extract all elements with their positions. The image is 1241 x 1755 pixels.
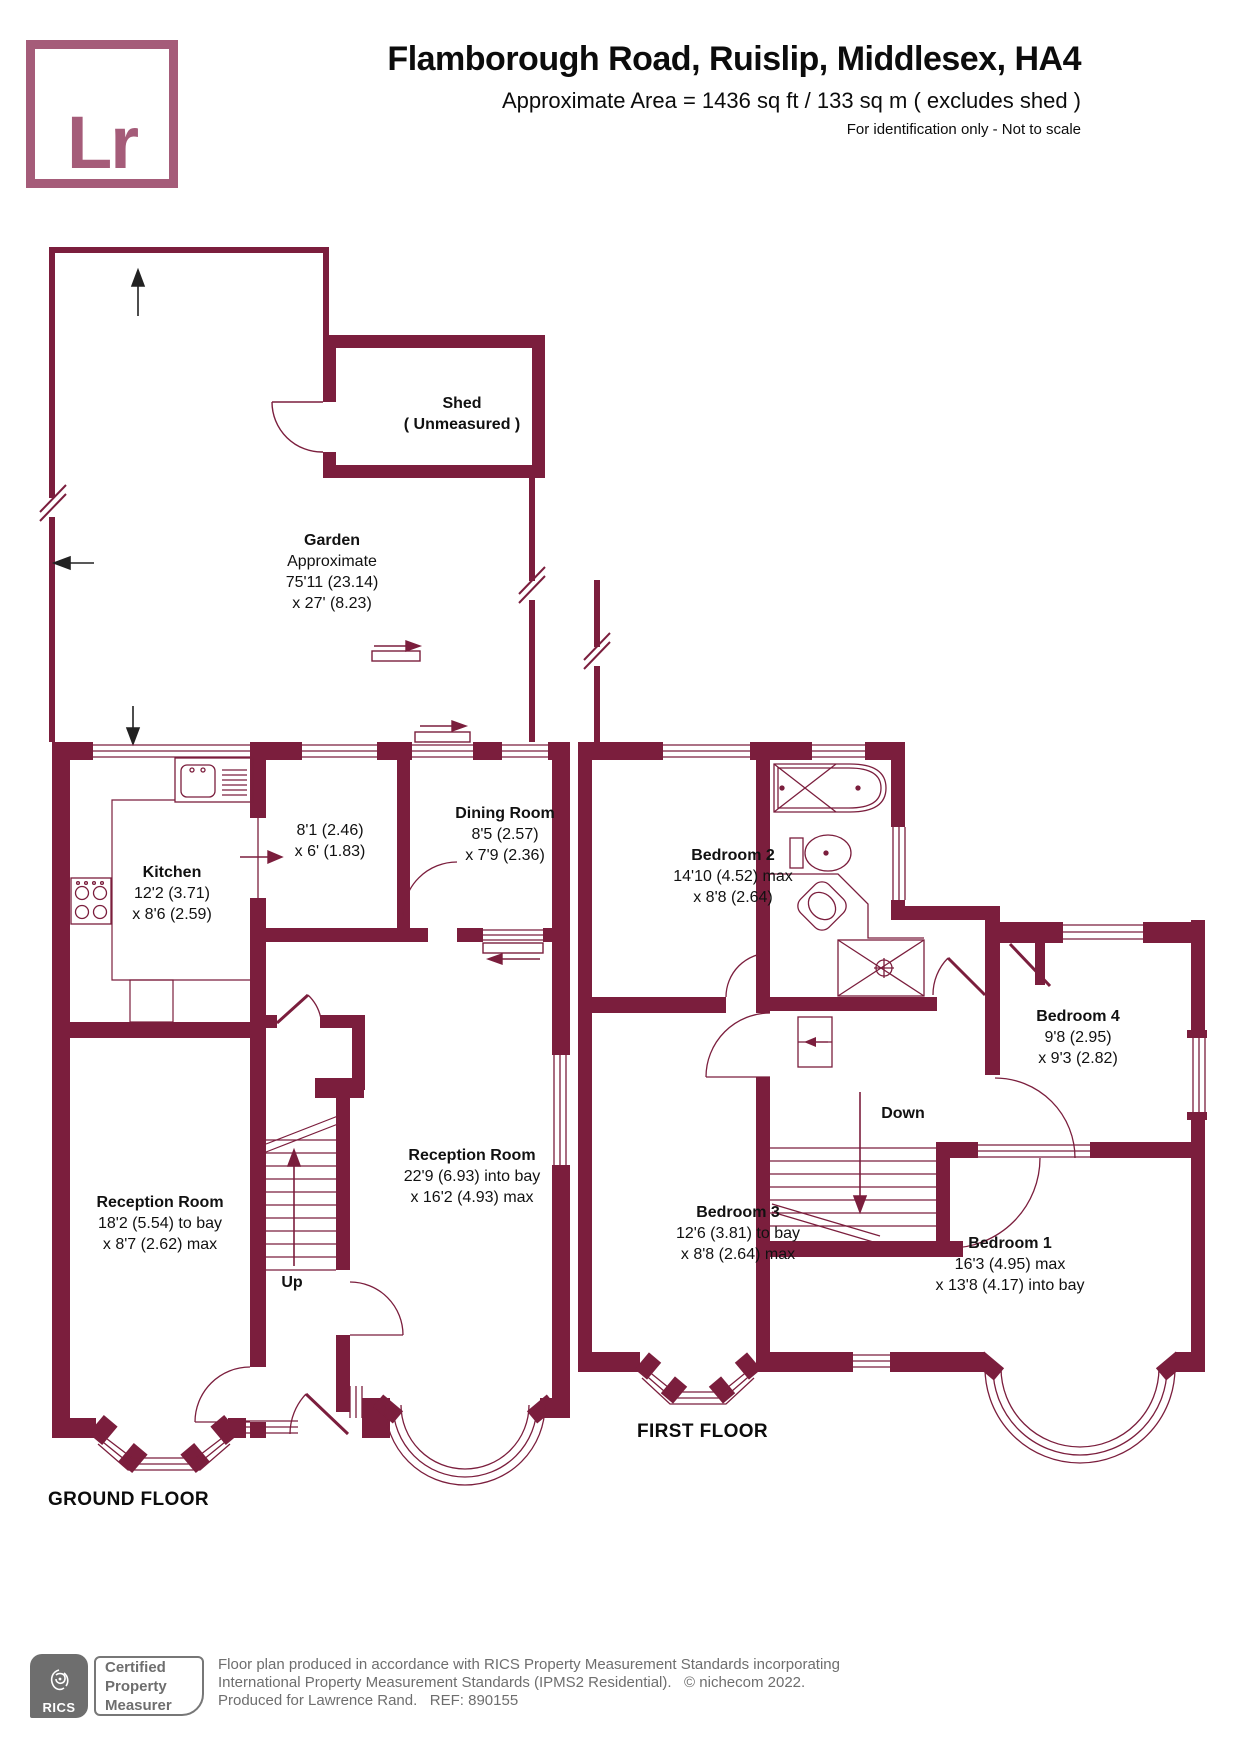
rics-lion-icon (50, 1669, 69, 1691)
bedroom3-label: Bedroom 3 12'6 (3.81) to bay x 8'8 (2.64… (675, 1204, 801, 1263)
landing-cupboard (797, 1016, 833, 1068)
first-floor-walls (578, 742, 1207, 1404)
kitchen-hob (70, 877, 112, 925)
shed-walls (323, 335, 545, 478)
footer-line-2: International Property Measurement Stand… (218, 1674, 806, 1691)
shed-door (271, 401, 324, 453)
agency-logo-text: Lr (67, 100, 139, 184)
garden-arrows (51, 267, 146, 747)
down-label: Down (881, 1105, 925, 1122)
ground-floor-walls (52, 742, 570, 1473)
ground-stairs (264, 1115, 339, 1271)
first-floor-windows (641, 744, 1206, 1464)
up-arrow (286, 1147, 302, 1266)
opening-arrows (240, 640, 544, 965)
shed-label: Shed ( Unmeasured ) (403, 395, 521, 433)
first-floor-doors (705, 942, 1076, 1249)
first-stairs (770, 1147, 936, 1245)
footer-line-1: Floor plan produced in accordance with R… (218, 1656, 840, 1673)
first-floor-label: FIRST FLOOR (637, 1421, 769, 1442)
footer-disclaimer: Floor plan produced in accordance with R… (218, 1656, 840, 1710)
rics-logo: RICS (30, 1654, 88, 1718)
rics-wordmark: RICS (42, 1700, 76, 1715)
agency-logo: Lr (26, 40, 178, 188)
garden-fence (49, 247, 600, 742)
inner-hall-label: 8'1 (2.46) x 6' (1.83) (294, 822, 366, 860)
kitchen-counter-lines (111, 799, 250, 1023)
bedroom1-label: Bedroom 1 16'3 (4.95) max x 13'8 (4.17) … (935, 1235, 1085, 1294)
ground-floor-windows (93, 744, 567, 1486)
reception-front-label: Reception Room 18'2 (5.54) to bay x 8'7 … (96, 1194, 224, 1253)
basin-icon (770, 873, 924, 939)
footer-line-3: Produced for Lawrence Rand. REF: 890155 (218, 1692, 519, 1709)
up-label: Up (281, 1274, 303, 1291)
shower-icon (837, 939, 925, 997)
reception-rear-label: Reception Room 22'9 (6.93) into bay x 16… (403, 1147, 541, 1206)
certified-property-measurer-badge: Certified Property Measurer (94, 1656, 204, 1716)
dining-room-label: Dining Room 8'5 (2.57) x 7'9 (2.36) (455, 805, 555, 864)
toilet-icon (789, 834, 852, 872)
kitchen-sink (174, 757, 254, 803)
area-subtitle: Approximate Area = 1436 sq ft / 133 sq m… (501, 88, 1081, 113)
header: Flamborough Road, Ruislip, Middlesex, HA… (387, 40, 1081, 138)
bedroom2-label: Bedroom 2 14'10 (4.52) max x 8'8 (2.64) (673, 847, 793, 906)
fence-break-marks (39, 484, 611, 670)
bedroom4-label: Bedroom 4 9'8 (2.95) x 9'3 (2.82) (1036, 1008, 1120, 1067)
ground-floor-label: GROUND FLOOR (48, 1489, 210, 1510)
bath-icon (773, 763, 887, 813)
garden-label: Garden Approximate 75'11 (23.14) x 27' (… (285, 532, 379, 612)
disclaimer-note: For identification only - Not to scale (846, 121, 1081, 138)
down-arrow (852, 1092, 868, 1215)
page-title: Flamborough Road, Ruislip, Middlesex, HA… (387, 40, 1081, 78)
ground-floor-doors (194, 818, 458, 1436)
kitchen-label: Kitchen 12'2 (3.71) x 8'6 (2.59) (132, 864, 212, 923)
